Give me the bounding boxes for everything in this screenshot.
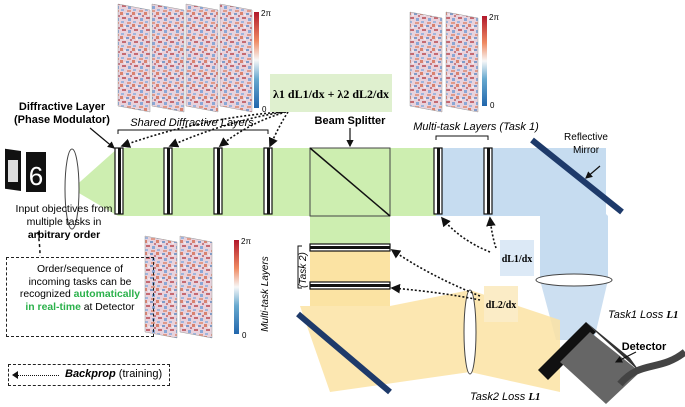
note-line-3-highlight: automatically xyxy=(73,289,141,301)
colorbar-shared-min: 0 xyxy=(262,105,267,114)
legend-bold-text: Backprop xyxy=(65,368,116,380)
backprop-arrows-shared xyxy=(120,111,289,148)
colorbar-task1 xyxy=(482,16,487,106)
backprop-arrows-task1 xyxy=(440,216,497,253)
reflective-mirror-bottom xyxy=(296,311,392,395)
shared-layers-bracket xyxy=(117,129,269,134)
colorbar-shared-max: 2π xyxy=(261,9,271,18)
diffractive-layer-label-1: Diffractive Layer xyxy=(19,101,106,113)
formula-combined: λ1 dL1/dx + λ2 dL2/dx xyxy=(273,87,389,101)
note-line-3-text: recognized xyxy=(19,289,74,301)
mirror-pointer xyxy=(585,165,601,179)
blue-beam-down xyxy=(540,148,608,280)
diffractive-layer-pointer xyxy=(89,127,115,149)
formula-task2-box xyxy=(484,286,518,322)
beam-splitter-label: Beam Splitter xyxy=(315,115,387,127)
task2-layers-bracket xyxy=(297,245,302,289)
colorbar-shared xyxy=(254,12,259,108)
multitask-task2-label-1: Multi-task Layers xyxy=(260,256,271,332)
task1-phase-masks xyxy=(409,11,479,113)
reflective-mirror-label-1: Reflective xyxy=(564,132,608,143)
colorbar-task1-min: 0 xyxy=(490,101,495,110)
task2-loss-label: Task2 Loss L1 xyxy=(470,391,541,403)
colorbar-task2-max: 2π xyxy=(241,237,251,246)
multitask-task2-label-2: (Task 2) xyxy=(298,252,309,288)
formula-task1-box xyxy=(500,240,534,276)
legend-rest-text: (training) xyxy=(115,368,163,380)
formula-task2: dL2/dx xyxy=(486,300,517,311)
note-line-3: recognized automatically xyxy=(7,289,153,302)
colorbar-task1-max: 2π xyxy=(489,13,499,22)
backprop-arrows-task2 xyxy=(390,249,481,301)
task2-layer-plates xyxy=(309,243,391,290)
yellow-beam-down xyxy=(310,246,390,306)
input-label-3: arbitrary order xyxy=(28,229,100,241)
input-label-1: Input objectives from xyxy=(16,203,113,215)
note-line-1: Order/sequence of xyxy=(36,264,124,275)
reflective-mirror-label-2: Mirror xyxy=(573,145,600,156)
multitask-task1-label: Multi-task Layers (Task 1) xyxy=(413,121,539,133)
shared-phase-masks xyxy=(117,3,253,113)
shared-layer-plates xyxy=(114,147,273,215)
beam-splitter xyxy=(309,147,391,217)
colorbar-task2 xyxy=(234,240,239,334)
colorbar-task2-min: 0 xyxy=(242,331,247,340)
note-line-4-highlight: in real-time xyxy=(25,301,81,313)
input-label-2: multiple tasks in xyxy=(27,216,102,228)
note-line-4-text: at Detector xyxy=(80,301,135,313)
detector-label: Detector xyxy=(622,341,667,353)
diffractive-layer-label-2: (Phase Modulator) xyxy=(14,114,110,126)
order-recognition-note: Order/sequence of incoming tasks can be … xyxy=(6,257,154,337)
backprop-legend: Backprop (training) xyxy=(8,364,170,386)
input-lens xyxy=(64,148,80,230)
input-images: 6 xyxy=(5,148,46,192)
task2-lens xyxy=(463,289,477,375)
input-digit: 6 xyxy=(29,161,43,191)
green-beam-cone xyxy=(72,148,118,216)
task1-loss-label: Task1 Loss L1 xyxy=(608,309,679,321)
task1-layers-bracket xyxy=(435,135,489,140)
reflective-mirror-top xyxy=(530,137,624,215)
task1-lens xyxy=(535,273,613,287)
note-line-4: in real-time at Detector xyxy=(7,302,153,315)
formula-task1: dL1/dx xyxy=(502,254,533,265)
formula-combined-box xyxy=(270,74,392,112)
legend-dotted-arrow xyxy=(15,375,59,376)
detector-pointer xyxy=(614,351,637,363)
green-beam-down xyxy=(310,216,390,246)
detector xyxy=(538,322,685,404)
shared-layers-label: Shared Diffractive Layers xyxy=(130,117,254,129)
legend-label: Backprop (training) xyxy=(65,368,162,380)
note-line-2: incoming tasks can be xyxy=(28,276,132,288)
task2-phase-masks xyxy=(144,235,213,339)
input-note-connector xyxy=(37,231,41,257)
task1-layer-plates xyxy=(433,147,493,215)
